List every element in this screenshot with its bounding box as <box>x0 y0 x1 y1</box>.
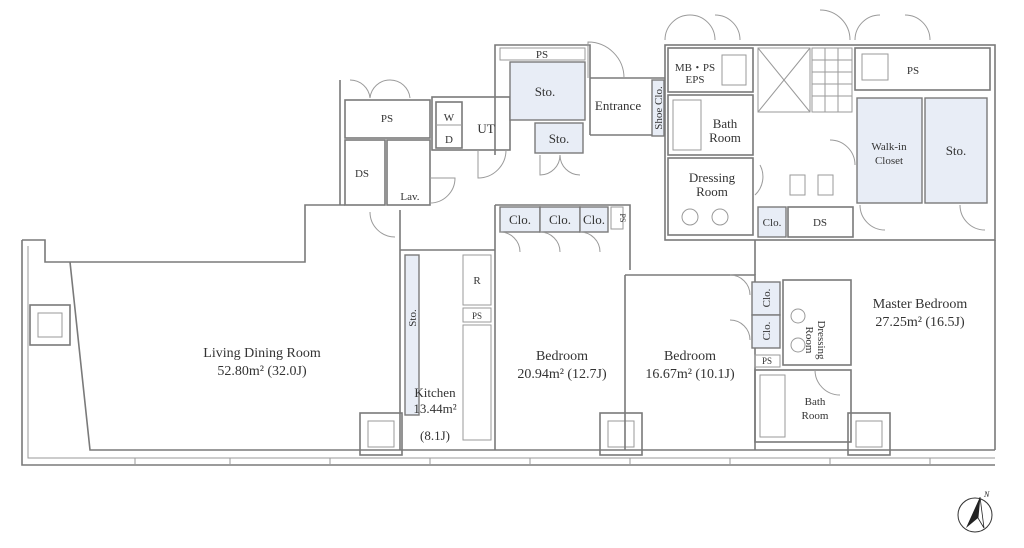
kitchen-name: Kitchen <box>414 385 456 400</box>
storage-mid-label: Sto. <box>549 131 570 146</box>
refrigerator-label: R <box>473 275 481 287</box>
master-bedroom-area: 27.25m² (16.5J) <box>875 315 965 330</box>
master-closet-1-label: Clo. <box>761 288 773 307</box>
bath2-label: Bath <box>805 396 826 408</box>
master-closet-2-label: Clo. <box>761 321 773 340</box>
doors <box>349 9 986 396</box>
ps-right-label: PS <box>907 65 919 77</box>
dressing2-label-2: Room <box>803 327 815 354</box>
ds-right-label: DS <box>813 217 827 229</box>
balcony <box>21 204 995 466</box>
closet-right-label: Clo. <box>763 217 782 229</box>
kitchen-storage-label: Sto. <box>407 309 419 327</box>
mb-ps-label: MB・PS <box>675 62 715 74</box>
ds-left-label: DS <box>355 168 369 180</box>
living-room-area: 52.80m² (32.0J) <box>217 364 307 379</box>
kitchen-ps-label: PS <box>472 311 482 321</box>
bath2-label-2: Room <box>802 410 829 422</box>
bath1-label-2: Room <box>709 130 741 145</box>
bedroom1-name: Bedroom <box>536 349 588 364</box>
bedroom1-area: 20.94m² (12.7J) <box>517 367 607 382</box>
kitchen-tatami: (8.1J) <box>420 428 450 443</box>
dressing1-label-2: Room <box>696 184 728 199</box>
eps-label: EPS <box>686 74 705 86</box>
closet-1-label: Clo. <box>509 212 531 227</box>
living-room-name: Living Dining Room <box>203 346 321 361</box>
dryer-label: D <box>445 134 453 146</box>
washer-label: W <box>444 112 455 124</box>
bath1-label: Bath <box>713 116 738 131</box>
master-ps-label: PS <box>762 356 772 366</box>
ps-small-label: PS <box>618 214 627 223</box>
entrance-label: Entrance <box>595 98 641 113</box>
dressing1-label: Dressing <box>689 170 736 185</box>
kitchen-area: 13.44m² <box>413 401 456 416</box>
storage-right-label: Sto. <box>946 143 967 158</box>
storage-top-label: Sto. <box>535 84 556 99</box>
shoe-closet-label: Shoe Clo. <box>653 86 665 130</box>
ps-top-label: PS <box>536 49 548 61</box>
lavatory-label: Lav. <box>400 191 419 203</box>
utility-label: UT <box>477 121 494 136</box>
columns <box>29 304 891 456</box>
closet-3-label: Clo. <box>583 212 605 227</box>
compass-icon: N <box>957 490 993 533</box>
ps-left-label: PS <box>381 113 393 125</box>
master-bedroom-name: Master Bedroom <box>873 297 968 312</box>
dressing2-label: Dressing <box>815 320 827 360</box>
walls <box>339 44 996 450</box>
walk-in-closet-label-2: Closet <box>875 155 903 167</box>
bedroom2-name: Bedroom <box>664 349 716 364</box>
bedroom2-area: 16.67m² (10.1J) <box>645 367 735 382</box>
room-labels: Living Dining Room 52.80m² (32.0J) Kitch… <box>203 49 967 443</box>
compass-north-label: N <box>983 490 990 499</box>
closet-2-label: Clo. <box>549 212 571 227</box>
walk-in-closet-label: Walk-in <box>871 141 907 153</box>
